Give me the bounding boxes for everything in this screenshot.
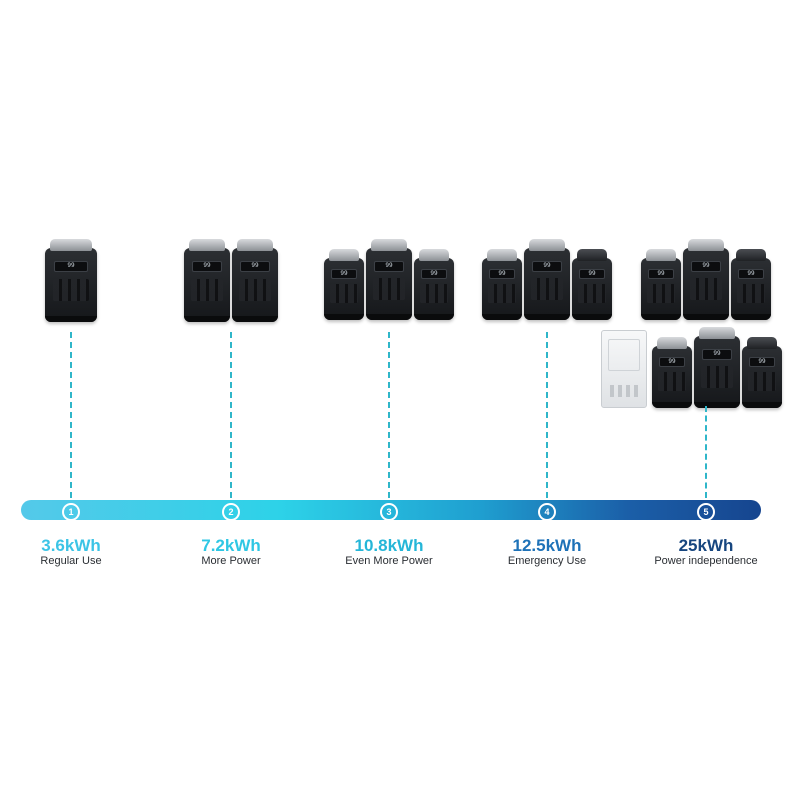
unit-display: 99 <box>331 269 357 279</box>
capacity-value-1: 3.6kWh <box>41 536 101 555</box>
connector-line-1 <box>70 332 72 498</box>
outlet-panel <box>239 279 271 302</box>
capacity-value-3: 10.8kWh <box>354 536 424 555</box>
unit-display: 99 <box>691 260 721 272</box>
unit-display: 99 <box>532 260 562 272</box>
power-station-unit: 99 <box>232 239 278 322</box>
connector-line-3 <box>388 332 390 498</box>
unit-display: 99 <box>659 357 685 367</box>
power-station-unit: 99 <box>694 327 740 408</box>
capacity-value-2: 7.2kWh <box>201 536 261 555</box>
connector-line-5 <box>705 406 707 498</box>
outlet-panel <box>578 284 606 303</box>
power-station-unit: 99 <box>641 249 681 320</box>
power-station-unit: 99 <box>184 239 230 322</box>
product-group-1: 99 <box>44 239 98 322</box>
connector-line-4 <box>546 332 548 498</box>
product-group-5: 99 99 99 <box>640 239 772 320</box>
step-marker-4: 4 <box>538 503 556 521</box>
usage-label-1: Regular Use <box>40 555 102 567</box>
power-station-unit: 99 <box>731 249 771 320</box>
usage-label-3: Even More Power <box>345 555 433 567</box>
outlet-panel <box>701 366 733 388</box>
unit-display: 99 <box>579 269 605 279</box>
outlet-panel <box>690 278 722 300</box>
usage-label-2: More Power <box>201 555 261 567</box>
product-group-5: 99 99 99 <box>601 327 783 408</box>
power-station-unit: 99 <box>652 337 692 408</box>
outlet-panel <box>330 284 358 303</box>
outlet-panel <box>53 279 89 302</box>
product-group-4: 99 99 99 <box>481 239 613 320</box>
connector-line-2 <box>230 332 232 498</box>
power-station-unit: 99 <box>524 239 570 320</box>
usage-label-4: Emergency Use <box>507 555 587 567</box>
unit-display: 99 <box>489 269 515 279</box>
unit-display: 99 <box>192 261 222 273</box>
product-group-3: 99 99 99 <box>323 239 455 320</box>
unit-display: 99 <box>702 348 732 360</box>
outlet-panel <box>658 372 686 391</box>
power-station-unit: 99 <box>482 249 522 320</box>
capacity-value-5: 25kWh <box>678 536 734 555</box>
smart-home-panel <box>601 330 647 408</box>
capacity-value-4: 12.5kWh <box>512 536 582 555</box>
unit-display: 99 <box>240 261 270 273</box>
power-station-unit: 99 <box>683 239 729 320</box>
step-marker-1: 1 <box>62 503 80 521</box>
outlet-panel <box>488 284 516 303</box>
unit-display: 99 <box>738 269 764 279</box>
outlet-panel <box>373 278 405 300</box>
outlet-panel <box>191 279 223 302</box>
step-marker-2: 2 <box>222 503 240 521</box>
unit-display: 99 <box>749 357 775 367</box>
unit-display: 99 <box>421 269 447 279</box>
step-marker-3: 3 <box>380 503 398 521</box>
power-station-unit: 99 <box>45 239 97 322</box>
step-marker-5: 5 <box>697 503 715 521</box>
product-group-2: 99 99 <box>183 239 279 322</box>
outlet-panel <box>748 372 776 391</box>
usage-label-5: Power independence <box>654 555 758 567</box>
outlet-panel <box>737 284 765 303</box>
power-station-unit: 99 <box>572 249 612 320</box>
outlet-panel <box>647 284 675 303</box>
outlet-panel <box>420 284 448 303</box>
outlet-panel <box>531 278 563 300</box>
unit-display: 99 <box>374 260 404 272</box>
power-station-unit: 99 <box>414 249 454 320</box>
unit-display: 99 <box>648 269 674 279</box>
power-station-unit: 99 <box>742 337 782 408</box>
unit-display: 99 <box>54 261 88 273</box>
power-station-unit: 99 <box>366 239 412 320</box>
power-station-unit: 99 <box>324 249 364 320</box>
